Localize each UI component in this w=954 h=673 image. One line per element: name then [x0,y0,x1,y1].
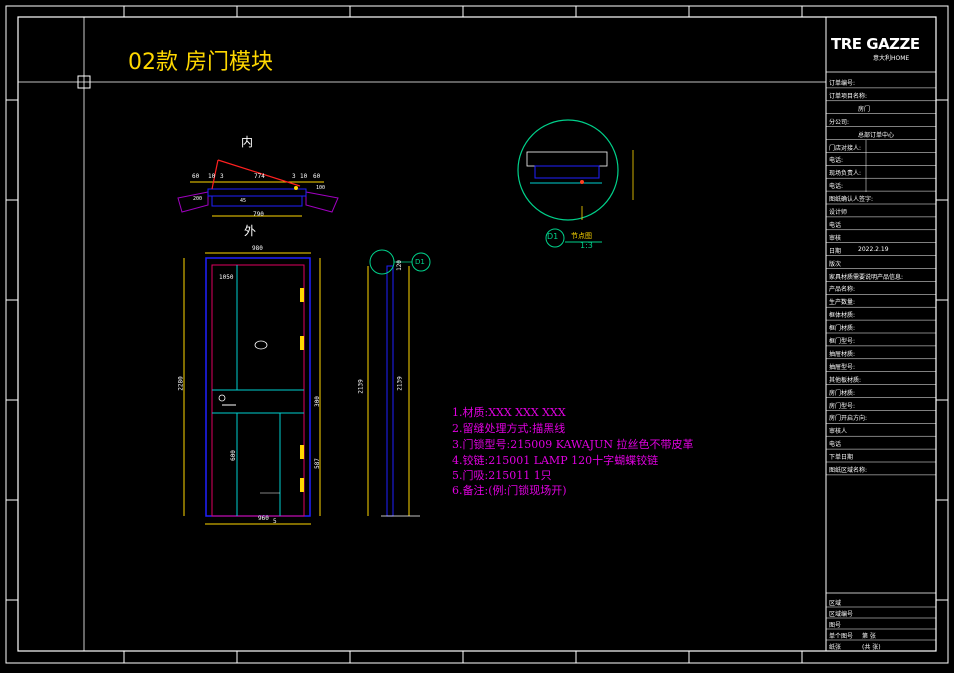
elev-r1: 300 [313,396,321,407]
plan-dim-9: 45 [240,198,247,204]
title-block-bottom-label: 区域编号 [829,611,854,618]
elev-height-total: 2280 [177,376,185,391]
title-block-label: 抽屉型号: [829,363,856,371]
elev-handle-height: 1050 [219,274,234,281]
title-block-value[interactable]: 房门 [858,105,871,113]
plan-dim-8: 790 [253,211,264,218]
door-side-elevation [367,249,431,517]
title-block-label: 抽屉材质: [829,350,856,358]
title-block-label: 房门材质: [829,389,856,397]
title-block-bottom-label: 纸张 [829,644,842,651]
title-block-label: 电话: [829,183,844,191]
title-block-label: 审核人 [829,428,848,436]
plan-dim-6: 10 [300,173,308,180]
note-3: 3.门锁型号:215009 KAWAJUN 拉丝色不带皮革 [452,438,694,451]
detail-tag: D1 [547,232,559,241]
elev-bottom-gap: 5 [273,518,277,525]
brand-logo: TRE GAZZE [831,35,920,53]
title-block-value[interactable]: 2022.2.19 [858,245,889,253]
title-block [825,16,937,652]
title-block-label: 审核 [829,234,842,242]
note-5: 5.门吸:215011 1只 [452,469,552,482]
title-block-label: 图纸区域名称: [829,467,868,474]
title-block-bottom-value[interactable]: 第 张 [862,633,876,640]
elev-height-side: 2139 [357,379,365,394]
title-block-label: 订单项目名称: [829,92,868,100]
note-2: 2.留缝处理方式:描黑线 [452,422,566,435]
title-block-label: 门店对接人: [829,144,862,152]
title-block-label: 房门开启方向: [829,415,868,423]
note-1: 1.材质:XXX XXX XXX [452,406,566,419]
side-dim-r3: 120 [395,260,403,271]
note-6: 6.备注:(例:门锁现场开) [452,484,567,497]
door-plan-section [177,159,339,217]
plan-dim-3: 3 [220,173,224,180]
title-block-label: 产品名称: [829,286,856,294]
brand-logo-sub: 意大利HOME [873,55,910,62]
plan-dim-10: 200 [193,196,203,202]
elev-mid: 600 [229,450,237,461]
title-block-label: 框体材质: [829,312,856,320]
door-front-elevation [183,252,321,525]
title-block-label: 家具材质需要说明产品信息: [829,273,904,281]
title-block-label: 房门型号: [829,402,856,410]
title-block-label: 其他板材质: [829,376,862,384]
title-block-bottom-label: 图号 [829,622,842,629]
title-block-label: 日期 [829,247,842,255]
plan-dim-4: 774 [254,173,265,180]
plan-dim-11: 100 [316,185,326,191]
title-block-label: 电话: [829,157,844,165]
title-block-bottom-value[interactable]: (共 张) [862,644,881,651]
title-block-bottom-label: 单个图号 [829,633,854,640]
zone-ticks [6,6,948,663]
title-block-label: 生产数量: [829,299,856,307]
inner-border [17,16,937,652]
plan-dim-7: 60 [313,173,321,180]
elev-width-top: 980 [252,245,263,252]
cursor-crosshair-icon [18,17,826,651]
plan-dim-2: 10 [208,173,216,180]
outer-border [5,5,949,664]
detail-d1-circle [517,119,634,248]
title-block-bottom-label: 区域 [829,600,842,607]
label-outer: 外 [244,224,257,238]
title-block-label: 版次 [829,260,842,268]
detail-title: 节点图 [571,232,592,240]
elev-height-right: 2139 [396,376,404,391]
note-4: 4.铰链:215001 LAMP 120十字蝴蝶铰链 [452,454,659,467]
plan-dim-1: 60 [192,173,200,180]
title-block-label: 框门型号: [829,338,856,345]
elev-bottom-w: 960 [258,515,269,522]
title-block-value[interactable]: 总部订单中心 [858,131,895,139]
title-block-label: 分公司: [829,118,850,126]
side-tag: D1 [415,258,425,266]
label-inner: 内 [241,135,254,149]
title-block-label: 下单日期 [829,454,854,462]
title-block-label: 电话 [829,221,842,229]
plan-dim-5: 3 [292,173,296,180]
title-block-label: 图纸确认人签字: [829,196,874,204]
elev-r2: 587 [313,458,321,469]
title-block-label: 框门材质: [829,325,856,333]
drawing-title: 02款 房门模块 [128,50,273,75]
title-block-label: 现场负责人: [829,170,862,178]
title-block-label: 订单编号: [829,80,856,87]
detail-scale: 1:3 [580,241,593,250]
title-block-label: 设计师 [829,209,848,216]
title-block-label: 电话 [829,441,842,449]
